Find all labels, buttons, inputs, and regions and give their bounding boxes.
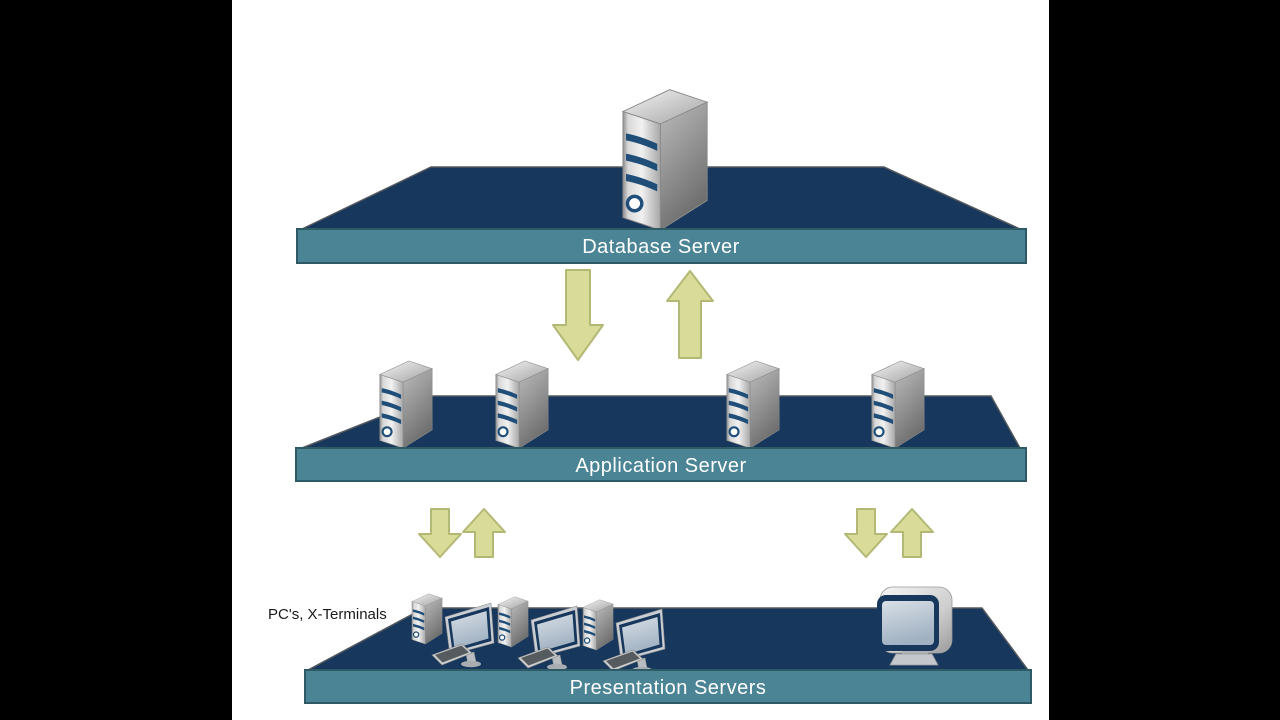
letterbox-right [1049,0,1280,720]
tier-database: Database Server [296,87,1027,264]
tier-application: Application Server [295,359,1027,482]
flow-application-presentation-left [418,508,506,558]
diagram-stage: Database Server Application Server PC's,… [232,0,1049,720]
flow-application-presentation-right [844,508,934,558]
pcs-xterminals-annotation: PC's, X-Terminals [268,606,387,623]
tier-presentation: PC's, X-Terminals Presentation Servers [268,586,1032,704]
database-label: Database Server [582,236,740,258]
arrow-up-icon [666,270,714,359]
arrow-up-icon [890,508,934,558]
letterbox-left [0,0,232,720]
arrow-up-icon [462,508,506,558]
application-label-bar [295,447,1027,482]
arrow-down-icon [552,269,604,361]
presentation-label-bar [304,669,1032,704]
flow-database-application [552,269,714,361]
presentation-label: Presentation Servers [570,677,767,699]
database-label-bar [296,228,1027,264]
architecture-diagram: Database Server Application Server PC's,… [268,87,1032,704]
arrow-down-icon [844,508,888,558]
application-label: Application Server [575,455,746,477]
arrow-down-icon [418,508,462,558]
